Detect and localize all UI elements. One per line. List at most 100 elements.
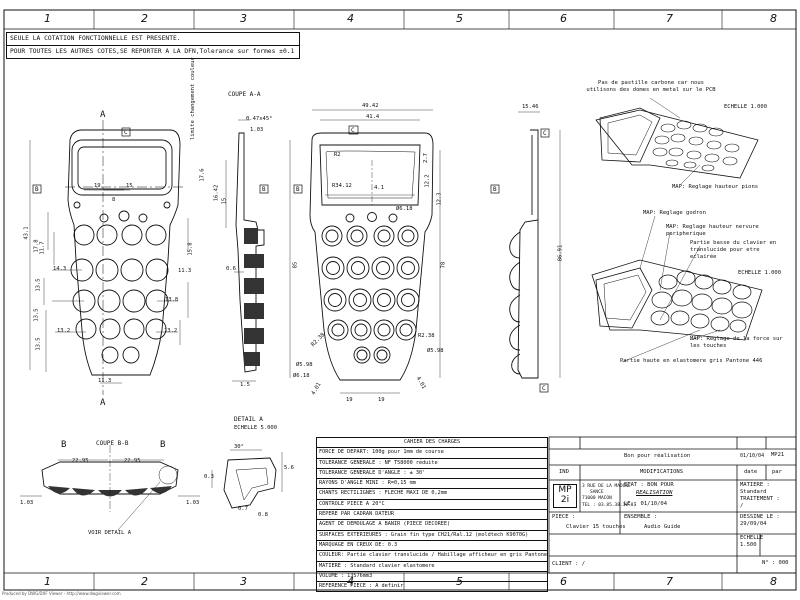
dim-bb-1-03b: 1.03 <box>186 500 200 506</box>
iso-top-scale: ECHELLE 1.000 <box>724 104 768 110</box>
column-label-3: 3 <box>240 12 247 25</box>
tb-numero-label: N° : 000 <box>762 560 789 566</box>
annotation-partie-haute: Partie haute en elastomere gris Pantone … <box>620 358 763 364</box>
cahier-row: TOLERANCE GENERALE D'ANGLE : ± 30' <box>317 467 547 478</box>
dim-side-15: 15 <box>221 197 228 205</box>
dim-main-12-2: 12.2 <box>424 174 431 188</box>
viewer-footer: Produced by DWG/DXF Viewer - http://www.… <box>2 591 121 596</box>
datum-c-front: C <box>124 129 128 136</box>
color-change-label: limite changement couleur <box>190 57 196 140</box>
tb-status: Bon pour réalisation <box>624 453 691 459</box>
tb-dessine-value: 29/09/04 <box>740 521 767 527</box>
datum-c-right: C <box>543 130 547 137</box>
dim-front-11-7: 11.7 <box>39 241 46 255</box>
dim-right-15-46: 15.46 <box>522 104 539 110</box>
note-line-2: POUR TOUTES LES AUTRES COTES,SE REPORTER… <box>7 45 299 58</box>
chamfer-dim: 0.47x45° <box>246 116 273 122</box>
tb-matiere-value: Standard <box>740 489 767 495</box>
cahier-row: VOLUME : 13576mm3 <box>317 570 547 581</box>
column-label-6: 6 <box>560 12 567 25</box>
tb-status-index: MP21 <box>771 452 785 458</box>
detail-callout: VOIR DETAIL A <box>88 530 132 536</box>
dim-main-d6-18b: Ø6.18 <box>293 373 310 379</box>
dim-main-19b: 19 <box>378 397 385 403</box>
tb-address-4: TEL : 03.85.38.10.81 <box>582 503 637 508</box>
dim-main-49-42: 49.42 <box>362 103 379 109</box>
cahier-row: FORCE DE DEPART: 100g pour 1mm de course <box>317 447 547 457</box>
section-aa-title: COUPE A-A <box>228 91 261 98</box>
dim-detail-0-3: 0.3 <box>204 474 214 480</box>
dim-main-19a: 19 <box>346 397 353 403</box>
annotation-carbon-pad: Pas de pastille carbone car nous utiliso… <box>586 80 716 93</box>
dim-side-17-6: 17.6 <box>199 168 206 182</box>
dim-bb-22-95b: 22.95 <box>124 458 141 464</box>
section-bb-title: COUPE B-B <box>96 440 129 447</box>
tb-modifications-label: MODIFICATIONS <box>640 469 684 475</box>
dim-right-86-91: 86.91 <box>557 244 564 262</box>
section-aa-view <box>225 119 265 382</box>
right-side-view <box>509 111 561 379</box>
dim-main-78: 78 <box>440 261 447 269</box>
cahier-row: MARQUAGE EN CREUX DE: 0.3 <box>317 539 547 550</box>
datum-b-bb-left: B <box>61 440 67 450</box>
tb-status-date: 01/10/04 <box>740 453 765 459</box>
datum-c-bottom: C <box>542 385 546 392</box>
detail-title: DETAIL A <box>234 416 263 423</box>
annotation-map-nervure: MAP: Reglage hauteur nervure peripheriqu… <box>666 224 759 237</box>
datum-b-right: B <box>493 186 497 193</box>
cahier-row: SURFACES EXTERIEURES : Grain fin type CH… <box>317 529 547 540</box>
datum-b-main: B <box>296 186 300 193</box>
dim-side-1-5: 1.5 <box>240 382 250 388</box>
dim-side-16-42: 16.42 <box>213 184 220 202</box>
column-label-5: 5 <box>456 12 463 25</box>
dim-main-d6-18: Ø6.18 <box>396 206 413 212</box>
cahier-row: REFERENCE PIECE : A definir <box>317 581 547 591</box>
dim-main-41-4: 41.4 <box>366 114 380 120</box>
tb-etat-label: ETAT : BON POUR <box>624 482 674 488</box>
dim-detail-30deg: 30° <box>234 444 244 450</box>
column-label-6-bottom: 6 <box>560 575 567 588</box>
dim-detail-5-6: 5.6 <box>284 465 294 471</box>
tb-le-label: LE : 01/10/04 <box>624 501 668 507</box>
detail-scale: ECHELLE 5.000 <box>234 425 278 431</box>
column-label-1-bottom: 1 <box>44 575 51 588</box>
cahier-row: CONTROLE PIECE A 20°C <box>317 498 547 509</box>
dim-front-13-5b: 13.5 <box>35 337 42 351</box>
detail-a-view <box>211 449 283 509</box>
tb-echelle-label: ECHELLE <box>740 535 764 541</box>
general-notes: SEULE LA COTATION FONCTIONNELLE EST PRES… <box>6 32 300 59</box>
dim-main-12-3: 12.3 <box>436 192 443 206</box>
column-label-1: 1 <box>44 12 51 25</box>
dim-front-8: 8 <box>112 197 116 203</box>
datum-a-top: A <box>100 110 106 120</box>
annotation-map-pions: MAP: Reglage hauteur pions <box>672 184 759 190</box>
column-label-8-bottom: 8 <box>770 575 777 588</box>
tb-address-3: 71000 MACON <box>582 496 612 501</box>
dim-front-15-8: 15.8 <box>187 242 194 256</box>
iso-view-bottom <box>591 215 763 363</box>
column-label-7-bottom: 7 <box>666 575 673 588</box>
cahier-row: REPERE PAR CADRAN DATEUR <box>317 509 547 519</box>
cahier-row: MATIERE : Standard clavier elastomere <box>317 560 547 571</box>
section-bb-view <box>20 445 200 531</box>
dim-side-1-03: 1.03 <box>250 127 264 133</box>
tb-ensemble-value: Audio Guide <box>644 524 681 530</box>
datum-c-main: C <box>351 127 355 134</box>
main-view <box>289 109 441 394</box>
datum-a-bottom: A <box>100 398 106 408</box>
cahier-row: CHANTS RECTILIGNES : FLECHE MAXI DE 0,2m… <box>317 488 547 498</box>
dim-main-r34: R34.12 <box>332 183 352 189</box>
tb-ensemble-label: ENSEMBLE : <box>624 514 658 520</box>
annotation-map-godron: MAP: Reglage godron <box>643 210 706 216</box>
datum-b-bb-right: B <box>160 440 166 450</box>
tb-ind-label: IND <box>559 469 569 475</box>
dim-front-11-3: 11.3 <box>98 378 112 384</box>
dim-front-13-2: 13.2 <box>57 328 71 334</box>
tb-traitement-value: / <box>740 503 744 509</box>
column-label-2: 2 <box>141 12 148 25</box>
dim-front-15: 15 <box>126 183 133 189</box>
dim-main-r2: R2 <box>334 152 341 158</box>
tb-address-2: SANCE <box>590 490 604 495</box>
cahier-row: TOLERANCE GENERALE : NF T58000 réduite <box>317 457 547 468</box>
